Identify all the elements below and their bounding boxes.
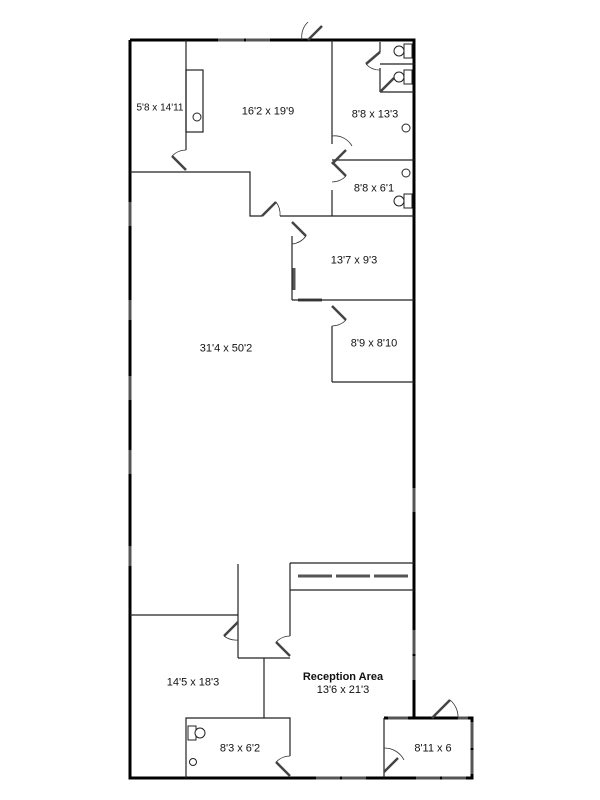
plumbing-fixtures: [187, 43, 413, 766]
room-label-office-mid: 13'7 x 9'3: [330, 254, 378, 267]
reception-name: Reception Area: [302, 671, 384, 683]
windows: [128, 38, 474, 780]
room-label-restroom-south: 8'3 x 6'2: [219, 742, 261, 755]
reception-size: 13'6 x 21'3: [316, 684, 370, 696]
room-label-office-southwest: 14'5 x 18'3: [166, 676, 220, 689]
room-label-office-small: 8'9 x 8'10: [350, 337, 398, 350]
room-label-vestibule: 8'11 x 6: [414, 742, 452, 755]
room-label-restroom-small: 8'8 x 6'1: [353, 182, 395, 195]
room-label-office-north: 16'2 x 19'9: [241, 105, 295, 118]
room-label-restroom-large: 8'8 x 13'3: [351, 108, 399, 121]
doors: [171, 21, 459, 777]
room-label-main-hall: 31'4 x 50'2: [199, 342, 253, 355]
interior-walls: [130, 40, 414, 778]
room-label-closet: 5'8 x 14'11: [136, 102, 184, 114]
